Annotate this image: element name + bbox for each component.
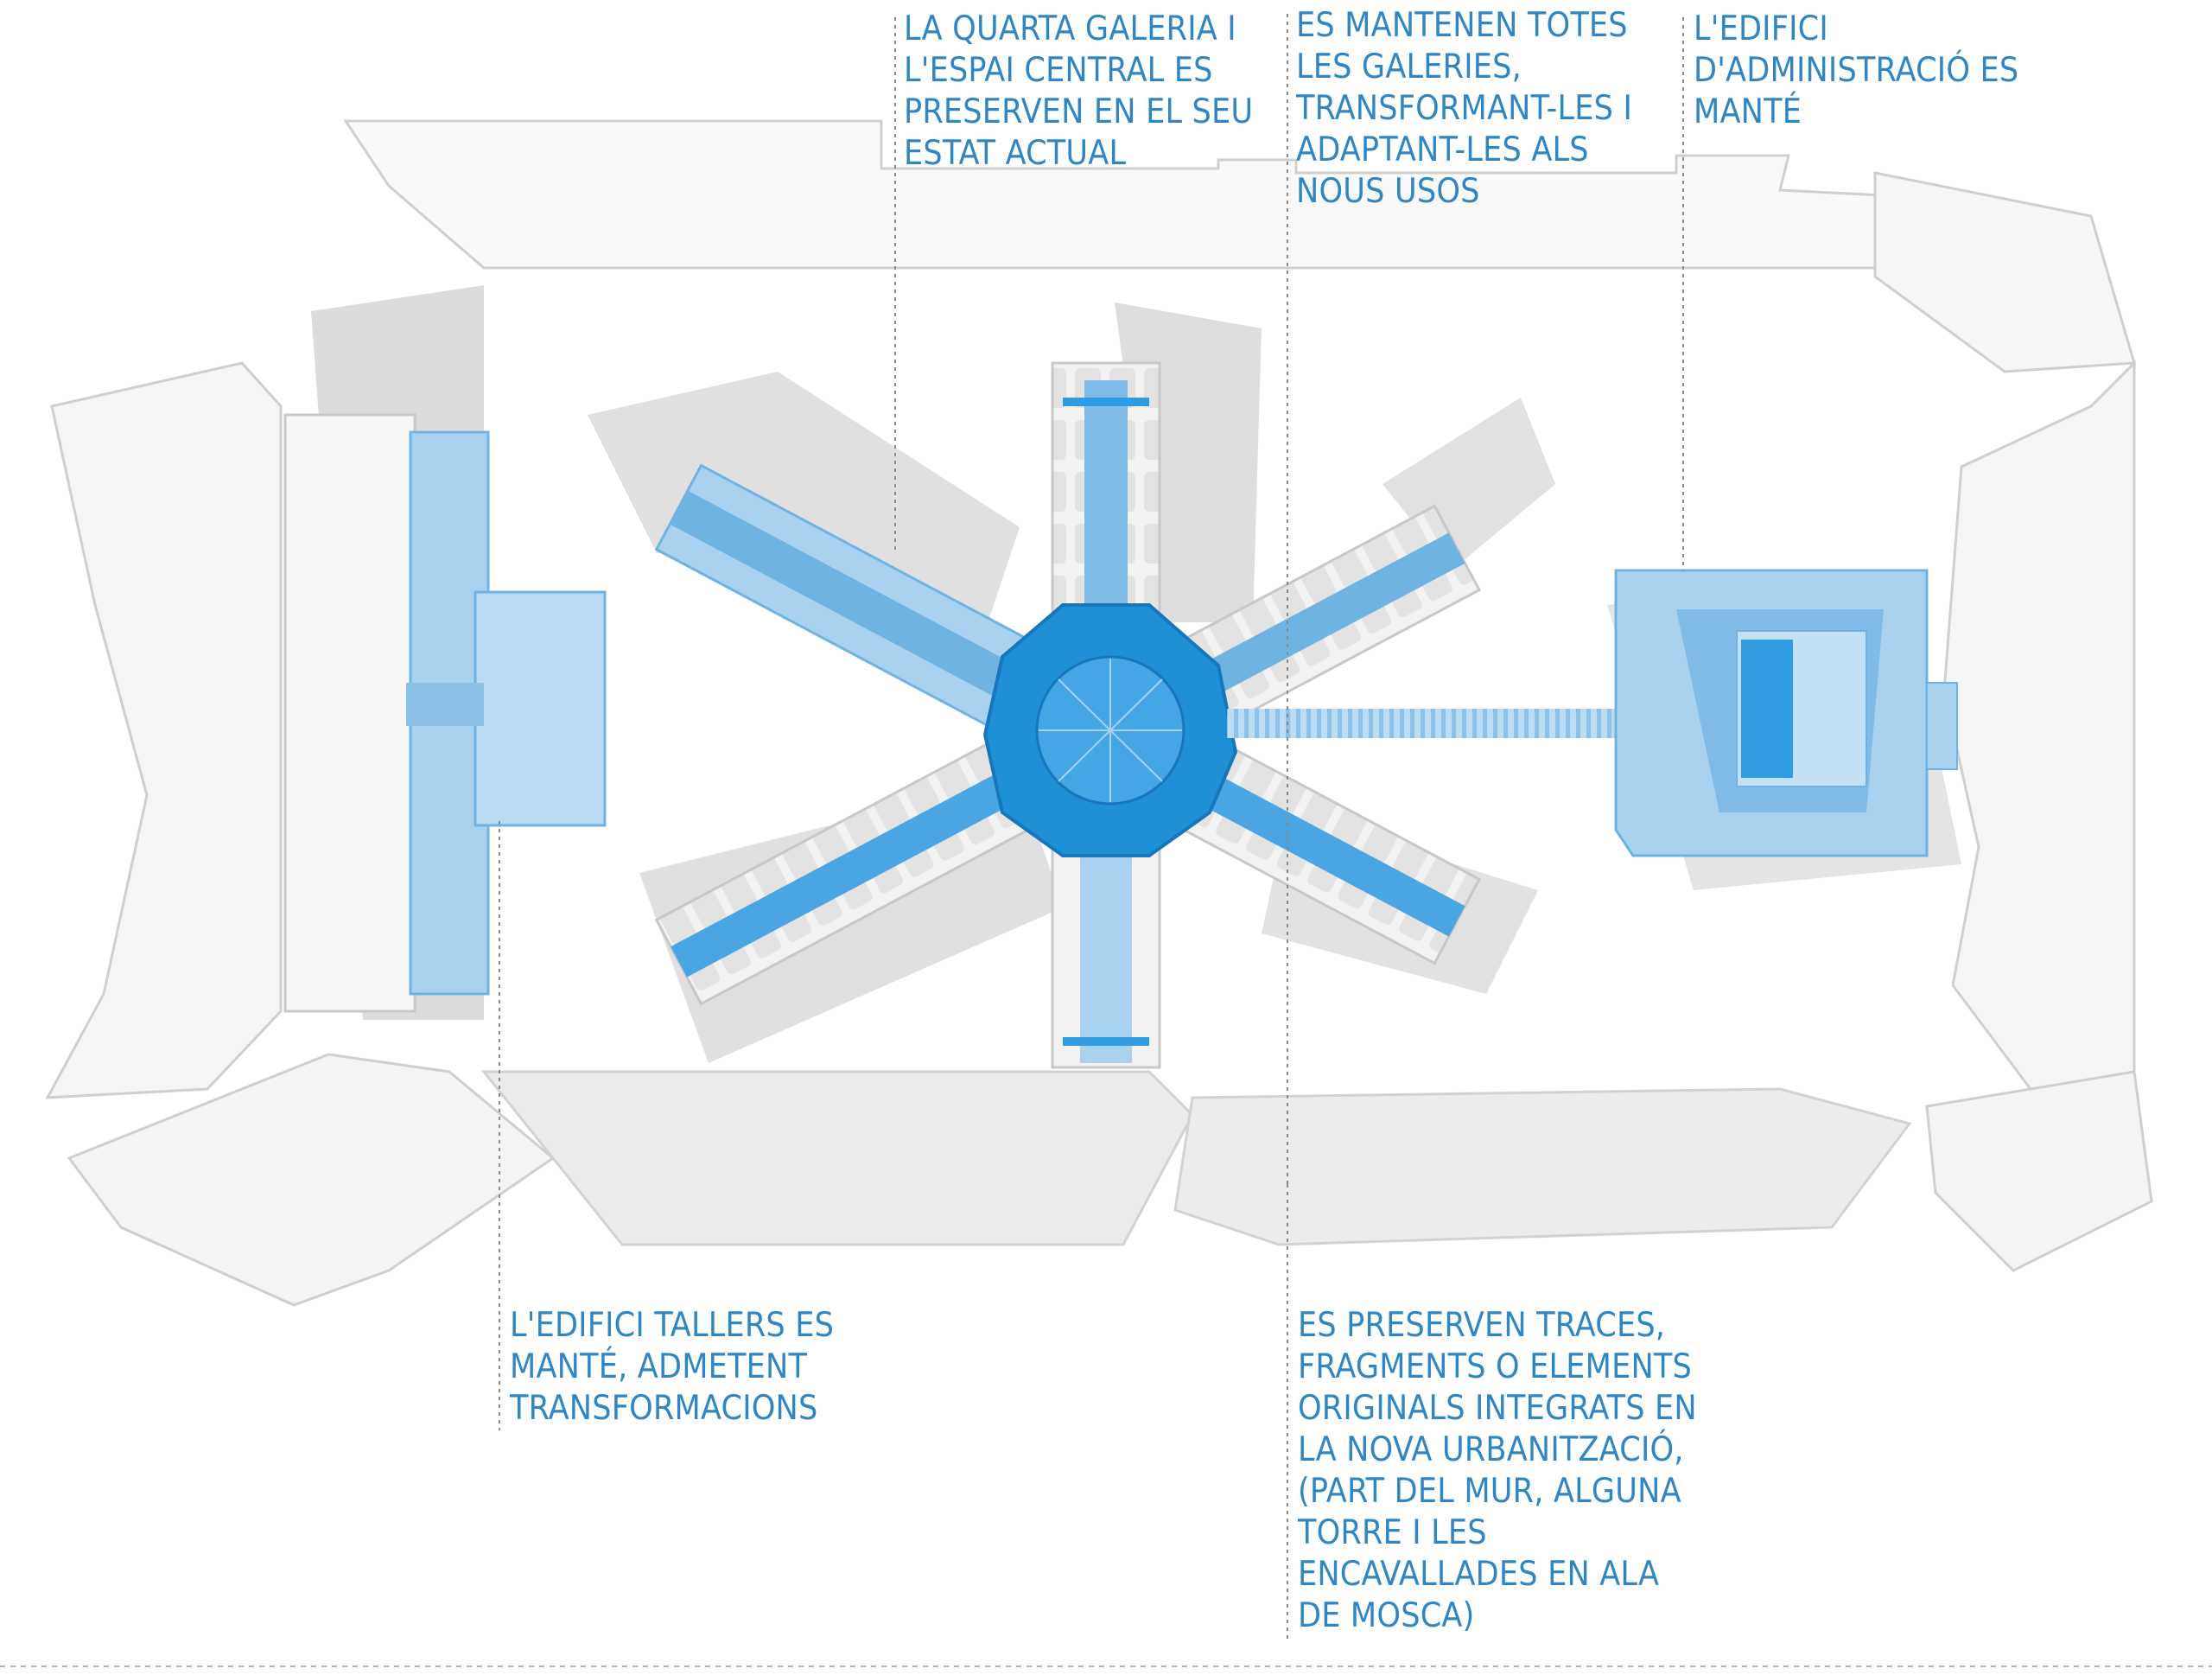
annotation-tallers: L'EDIFICI TALLERS ES MANTÉ, ADMETENT TRA…	[510, 1305, 834, 1430]
annotation-line: ORIGINALS INTEGRATS EN	[1298, 1389, 1697, 1428]
city-block-left	[45, 361, 283, 1099]
annotation-line: L'ESPAI CENTRAL ES	[904, 51, 1213, 90]
annotation-quarta-galeria: LA QUARTA GALERIA I L'ESPAI CENTRAL ES P…	[904, 9, 1253, 175]
annotation-line: ENCAVALLADES EN ALA	[1298, 1555, 1660, 1594]
annotation-line: TRANSFORMANT-LES I	[1296, 89, 1632, 128]
workshops-building	[283, 413, 607, 1013]
connecting-corridor	[1227, 709, 1624, 738]
annotation-line: ADAPTANT-LES ALS	[1296, 131, 1589, 169]
annotation-line: ES MANTENEN TOTES	[1296, 6, 1628, 45]
annotation-line: (PART DEL MUR, ALGUNA	[1298, 1472, 1681, 1511]
workshops-building-annex	[474, 590, 607, 827]
city-block-top-right	[1873, 171, 2136, 373]
annotation-administracio: L'EDIFICI D'ADMINISTRACIÓ ES MANTÉ	[1694, 9, 2018, 133]
annotation-line: TORRE I LES	[1298, 1513, 1487, 1552]
city-block-top	[343, 119, 1955, 270]
surrounding-city-blocks	[45, 119, 2153, 1307]
annotation-line: MANTÉ	[1694, 92, 1802, 131]
annotation-line: ES PRESERVEN TRACES,	[1298, 1306, 1666, 1345]
annotation-line: TRANSFORMACIONS	[510, 1389, 818, 1428]
annotation-line: LA NOVA URBANITZACIÓ,	[1298, 1430, 1684, 1469]
annotation-line: DE MOSCA)	[1298, 1596, 1475, 1635]
annotation-line: NOUS USOS	[1296, 172, 1480, 211]
annotation-line: L'EDIFICI	[1694, 10, 1828, 48]
administration-building	[1614, 569, 1958, 857]
annotation-galeries: ES MANTENEN TOTES LES GALERIES, TRANSFOR…	[1296, 5, 1632, 213]
city-block-bottom-middle	[480, 1070, 1194, 1246]
city-block-bottom-left	[67, 1053, 556, 1307]
workshops-building-white-wing	[283, 413, 416, 1013]
annotation-line: LA QUARTA GALERIA I	[904, 10, 1236, 48]
city-block-bottom-right	[1925, 1070, 2153, 1272]
city-block-bottom-center	[1173, 1087, 1912, 1246]
annotation-line: FRAGMENTS O ELEMENTS	[1298, 1347, 1693, 1386]
city-block-right	[1942, 360, 2136, 1091]
annotation-line: MANTÉ, ADMETENT	[510, 1347, 808, 1386]
annotation-line: ESTAT ACTUAL	[904, 134, 1127, 173]
annotation-traces: ES PRESERVEN TRACES, FRAGMENTS O ELEMENT…	[1298, 1305, 1697, 1637]
annotation-line: L'EDIFICI TALLERS ES	[510, 1306, 835, 1345]
leader-lines	[499, 14, 1684, 1642]
central-space	[982, 603, 1238, 857]
annotation-line: LES GALERIES,	[1296, 48, 1522, 86]
annotation-line: D'ADMINISTRACIÓ ES	[1694, 51, 2019, 90]
annotation-line: PRESERVEN EN EL SEU	[904, 92, 1254, 131]
